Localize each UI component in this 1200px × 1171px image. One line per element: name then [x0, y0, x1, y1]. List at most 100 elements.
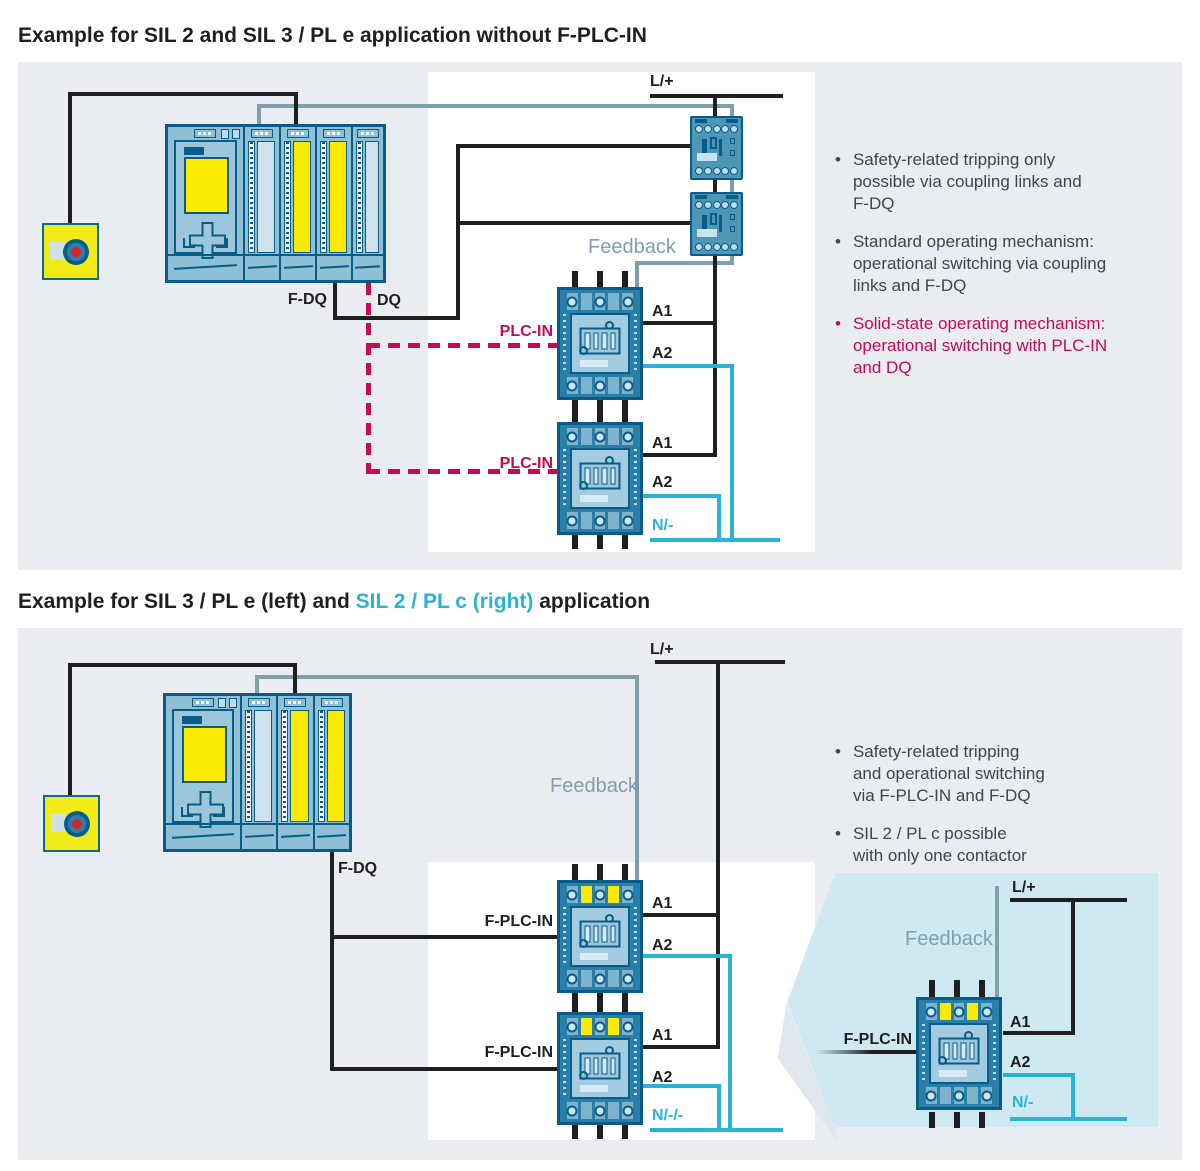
plc-foot — [241, 823, 277, 849]
estop-label-field — [50, 242, 65, 260]
wire-f-dq-coupling-2 — [456, 221, 690, 225]
plc-cpu-module — [168, 127, 243, 280]
label-n-minus: N/- — [652, 517, 674, 534]
wire-dq-dashed — [366, 283, 371, 474]
wire-estop — [68, 92, 72, 225]
wire-estop — [293, 663, 297, 695]
wire-l-plus-bus — [1010, 898, 1127, 902]
wire-a2 — [643, 954, 732, 958]
phase-stub — [597, 400, 603, 422]
label-l-plus: L/+ — [650, 73, 674, 90]
dip-switch-icon — [579, 1052, 621, 1080]
wire-f-dq — [456, 144, 460, 320]
label-plc-in: PLC-IN — [499, 323, 553, 340]
module-front — [365, 141, 379, 253]
phase-stub — [622, 535, 628, 549]
plc-module-di — [239, 696, 277, 849]
wire-f-dq-coupling-1 — [456, 144, 690, 148]
terminal-row — [567, 1018, 633, 1035]
phase-stub — [979, 1112, 985, 1128]
plc-foot — [166, 823, 240, 849]
terminal-row — [567, 377, 633, 394]
title-example-2: Example for SIL 3 / PL e (left) and SIL … — [18, 590, 650, 614]
plc-station-2 — [163, 693, 352, 852]
backplane-connector-icon — [357, 129, 379, 138]
contactor-front — [570, 906, 630, 967]
wire-a2 — [643, 494, 721, 498]
wire-feedback — [255, 675, 639, 679]
label-a2: A2 — [1010, 1054, 1031, 1071]
phase-stub — [954, 1112, 960, 1128]
wire-l-plus-bus — [655, 660, 785, 664]
contactor-2 — [557, 422, 643, 535]
estop-mushroom-icon — [63, 239, 89, 265]
terminal-row — [695, 243, 738, 251]
module-front — [257, 141, 275, 253]
contactor-1 — [557, 287, 643, 400]
wire-estop — [294, 92, 298, 126]
module-front-failsafe — [329, 141, 347, 253]
phase-stub — [979, 980, 985, 997]
notes-panel-2: Safety-related tripping and operational … — [835, 741, 1180, 883]
terminal-strip-icon — [244, 710, 252, 822]
wire-l-plus-drop — [1071, 898, 1075, 1035]
phase-stub — [622, 1125, 628, 1139]
bracket-icon — [216, 238, 228, 248]
phase-stub — [622, 271, 628, 287]
plc-foot — [245, 254, 279, 280]
bracket-icon — [212, 807, 225, 817]
plc-foot — [278, 823, 313, 849]
wire-a2 — [643, 1084, 721, 1088]
label-a2: A2 — [652, 937, 673, 954]
contactor-front — [570, 1038, 630, 1099]
wire-a1 — [643, 453, 717, 457]
title-2-prefix: Example for SIL 3 / PL e (left) and — [18, 590, 356, 613]
cpu-faceplate — [172, 709, 234, 828]
label-a1: A1 — [652, 303, 673, 320]
title-1-text: Example for SIL 2 and SIL 3 / PL e appli… — [18, 24, 647, 47]
phase-stub — [929, 980, 935, 997]
backplane-connector-icon — [323, 129, 345, 138]
wire-f-plc-in — [815, 1050, 918, 1054]
plc-foot — [168, 254, 243, 280]
terminal-row — [567, 970, 633, 987]
phase-stub — [572, 993, 578, 1012]
label-f-plc-in: F-PLC-IN — [484, 913, 553, 930]
contactor-front — [570, 313, 630, 374]
wire-a2 — [730, 364, 734, 542]
plc-module-f-di — [279, 127, 315, 280]
wire-a1 — [643, 321, 717, 325]
terminal-strip-icon — [284, 141, 291, 253]
wire-f-plc-in — [330, 935, 557, 939]
wire-plc-in-dashed — [368, 469, 557, 474]
terminal-row — [926, 1087, 992, 1104]
contactor-5 — [916, 997, 1002, 1110]
contactor-3 — [557, 880, 643, 993]
backplane-connector-icon — [284, 698, 307, 707]
module-front-failsafe — [326, 710, 346, 822]
phase-stub — [572, 400, 578, 422]
note-item: Safety-related tripping only possible vi… — [835, 149, 1180, 215]
contactor-front — [570, 448, 630, 509]
note-item: Standard operating mechanism: operationa… — [835, 231, 1180, 297]
wire-f-dq — [333, 281, 337, 320]
phase-stub — [622, 993, 628, 1012]
wire-a2 — [643, 364, 734, 368]
cpu-card-slot-icon — [184, 147, 204, 155]
terminal-row — [695, 167, 738, 175]
label-a1: A1 — [652, 895, 673, 912]
label-f-dq: F-DQ — [338, 860, 378, 877]
wire-feedback — [255, 675, 259, 695]
contactor-4 — [557, 1012, 643, 1125]
plc-module-dq — [351, 127, 383, 280]
wire-feedback — [730, 104, 734, 265]
wire-feedback — [635, 675, 639, 882]
phase-stub — [597, 1125, 603, 1139]
phase-stub — [597, 993, 603, 1012]
wire-f-dq — [330, 851, 334, 1071]
wire-a1 — [1003, 1031, 1075, 1035]
bracket-icon — [181, 807, 193, 817]
plc-cpu-module — [166, 696, 240, 849]
cpu-slit-icon — [232, 129, 240, 139]
